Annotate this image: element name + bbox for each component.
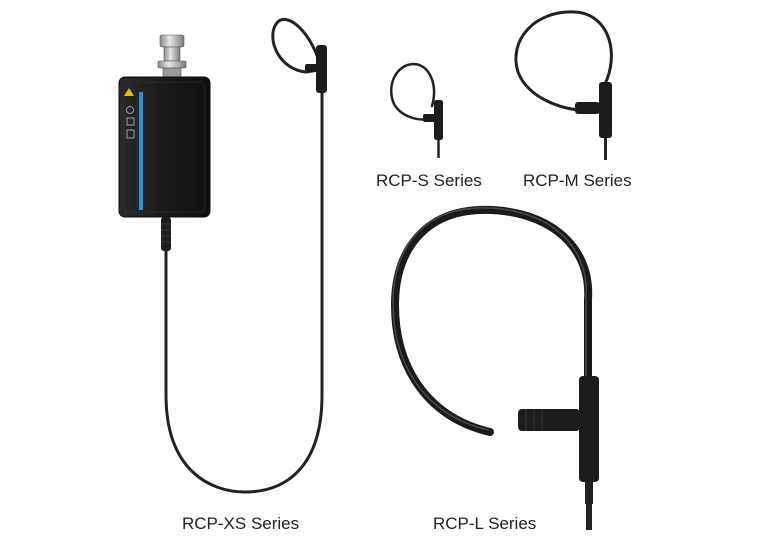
strain-relief	[161, 217, 171, 251]
integrator-box	[118, 76, 211, 218]
rogowski-coil	[389, 62, 436, 121]
rogowski-coil	[390, 205, 593, 436]
bnc-connector	[157, 34, 187, 79]
rcp-m-probe	[514, 10, 613, 160]
caption-rcp-s: RCP-S Series	[376, 171, 482, 190]
caption-rcp-xs: RCP-XS Series	[182, 514, 300, 533]
rcp-l-probe	[390, 205, 599, 530]
caption-rcp-m: RCP-M Series	[523, 171, 632, 190]
coil-clasp	[316, 45, 327, 93]
caption-rcp-l: RCP-L Series	[433, 514, 537, 533]
rogowski-coil	[514, 10, 613, 112]
coil-clasp	[434, 100, 443, 140]
coil-clasp	[599, 82, 612, 138]
double-insulation-icon	[126, 117, 135, 126]
brand-accent-stripe	[139, 92, 143, 210]
ce-mark-icon	[126, 106, 134, 114]
weee-bin-icon	[126, 129, 135, 139]
probe-cable	[164, 91, 324, 494]
rcp-xs-probe	[118, 17, 327, 494]
coil-clasp	[579, 376, 599, 482]
rogowski-coil	[271, 17, 320, 74]
rcp-s-probe	[389, 62, 443, 158]
warning-triangle-icon	[124, 88, 134, 96]
